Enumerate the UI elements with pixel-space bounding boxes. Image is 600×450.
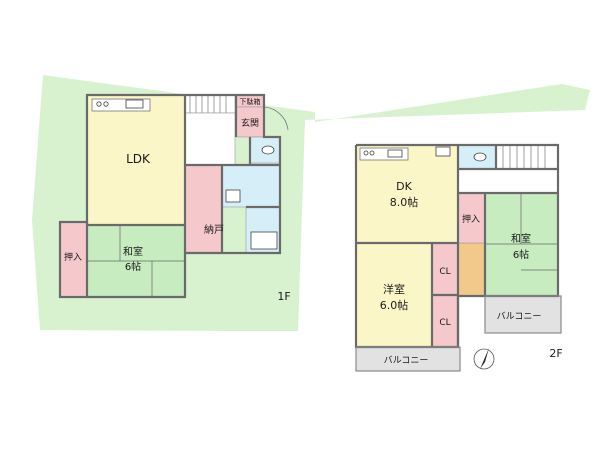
hall-1f	[184, 112, 236, 166]
label-washitsu-2f-size: 6帖	[513, 248, 529, 261]
balcony-bottom	[355, 346, 461, 372]
label-ldk: LDK	[126, 152, 151, 166]
tatami-lines-2f	[485, 193, 558, 271]
toilet-icon-2f	[473, 152, 487, 162]
sink-icon-2f	[387, 149, 403, 158]
label-oshiire-1f: 押入	[64, 251, 82, 263]
stairs-1f	[184, 94, 236, 114]
label-closet-upper: CL	[439, 267, 450, 277]
label-washitsu-1f-size: 6帖	[125, 260, 141, 273]
label-oshiire-2f: 押入	[462, 213, 480, 225]
balcony-right	[484, 295, 562, 334]
closet-upper	[431, 242, 459, 296]
label-nando: 納戸	[204, 223, 224, 236]
room-genkan	[235, 106, 265, 138]
stove-icon-2	[103, 101, 109, 107]
label-balcony-bottom: バルコニー	[384, 355, 429, 366]
toilet-icon-1f	[261, 145, 275, 155]
room-washitsu-2f	[484, 192, 559, 297]
washbasin-icon	[225, 189, 241, 203]
label-shoe-box: 下駄箱	[240, 97, 261, 106]
washbasin-icon-2f	[435, 146, 451, 157]
room-ldk	[86, 94, 186, 226]
stove-icon	[96, 101, 102, 107]
wood-floor-2f	[457, 242, 486, 297]
floor-1	[32, 75, 590, 331]
balcony-rails	[355, 295, 562, 372]
stairs-treads-1f	[189, 95, 227, 113]
hall-2f	[457, 168, 559, 194]
north-arrow-icon	[473, 348, 495, 370]
label-dk: DK	[396, 180, 412, 193]
label-yoshitsu: 洋室	[383, 282, 405, 296]
stairs-2f	[495, 144, 559, 170]
stove-icon-2f-b	[369, 150, 375, 156]
label-dk-size: 8.0帖	[390, 196, 419, 209]
label-genkan: 玄関	[241, 117, 259, 129]
label-floor-2f: 2F	[549, 347, 562, 360]
genkan-door-swing	[263, 106, 289, 131]
sink-icon	[125, 99, 144, 109]
label-washitsu-1f: 和室	[123, 245, 143, 258]
label-washitsu-2f: 和室	[511, 232, 531, 245]
stairs-treads-2f	[502, 145, 546, 169]
floor-2	[354, 143, 562, 372]
label-closet-lower: CL	[439, 318, 450, 328]
label-yoshitsu-size: 6.0帖	[380, 299, 409, 312]
tatami-lines-1f	[87, 225, 185, 297]
label-floor-1f: 1F	[277, 290, 290, 303]
bathtub-icon	[250, 231, 278, 250]
walls-1f	[58, 93, 282, 299]
label-balcony-right: バルコニー	[497, 311, 542, 322]
stove-icon-2f	[363, 150, 369, 156]
oshiire-2f	[457, 192, 486, 244]
room-nando	[184, 164, 223, 254]
